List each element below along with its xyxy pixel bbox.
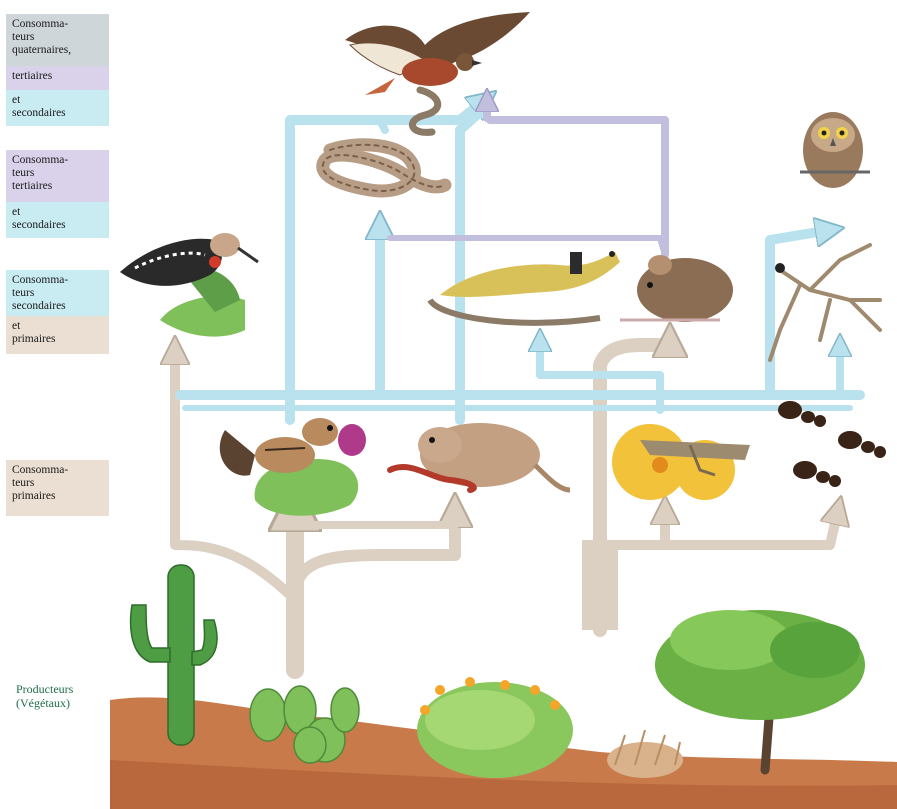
producer-trunk: [582, 540, 618, 630]
mouse-icon: [620, 255, 733, 322]
grass-tuft-icon: [607, 730, 683, 778]
producer-trunk-left: [287, 600, 303, 675]
mesquite-tree-icon: [655, 610, 865, 770]
woodpecker-icon: [120, 233, 258, 337]
ant-icon: [778, 401, 886, 487]
kangaroo-rat-icon: [390, 423, 570, 490]
held-snake-icon: [412, 90, 437, 132]
flowering-shrub-icon: [417, 677, 573, 778]
owl-icon: [800, 112, 870, 188]
grasshopper-icon: [612, 424, 750, 500]
mantis-icon: [770, 245, 880, 360]
chipmunk-icon: [220, 418, 366, 516]
hawk-icon: [345, 12, 530, 95]
rattlesnake-icon: [323, 145, 445, 191]
secondary-flow-arrows: [180, 100, 860, 420]
